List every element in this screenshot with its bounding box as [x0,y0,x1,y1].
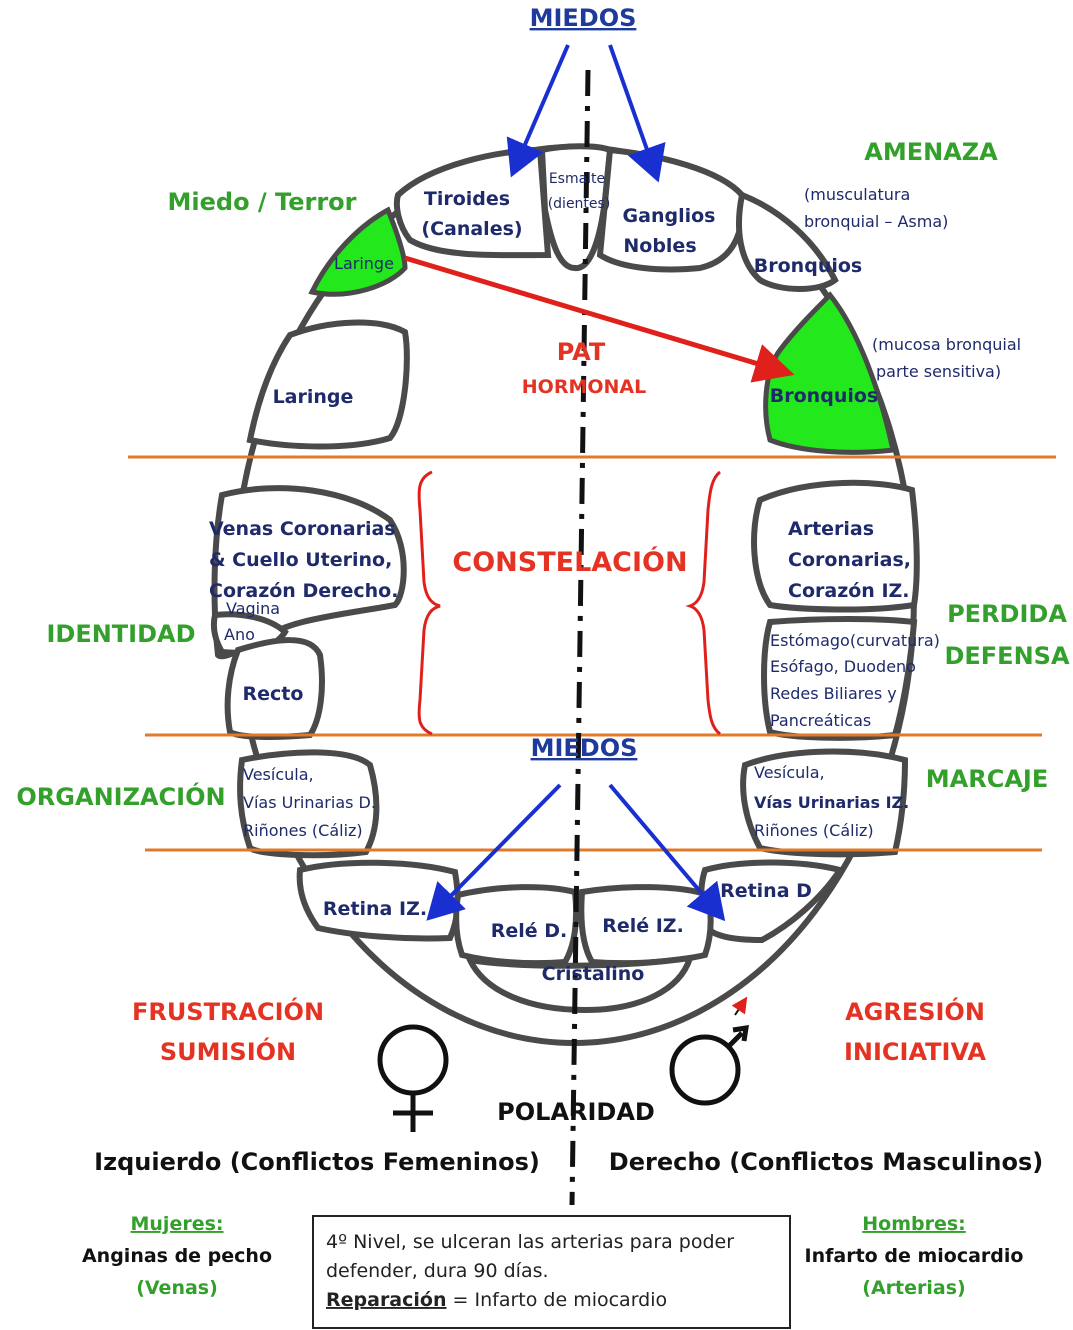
label-tiroides-1: Tiroides [424,188,510,210]
men-line-1: Infarto de miocardio [805,1245,1024,1267]
label-arterias-1: Arterias [788,518,874,540]
label-rele-d: Relé D. [491,920,568,942]
arrow-miedos-lower-right [608,783,726,922]
group-frustracion: FRUSTRACIÓN [132,996,324,1026]
label-arterias-3: Corazón IZ. [788,580,910,602]
label-vagina: Vagina [226,599,280,618]
label-retina-iz: Retina IZ. [323,898,427,920]
women-title: Mujeres: [131,1213,224,1235]
label-estomago-1: Estómago(curvatura) [770,631,940,650]
info-box [312,1215,791,1329]
group-miedo-terror: Miedo / Terror [168,188,357,216]
arrow-miedos-right [608,44,666,183]
label-venas-1: Venas Coronarias [209,518,396,540]
label-vesicula-l-2: Vías Urinarias D. [243,793,376,812]
laringe-left-lobe [246,319,410,450]
label-vesicula-l-3: Riñones (Cáliz) [243,821,363,840]
arterias-lobe [751,479,920,613]
female-symbol-icon [377,1024,449,1132]
group-agresion: AGRESIÓN [845,996,985,1026]
label-bronquios-green: Bronquios [770,385,878,407]
label-retina-d: Retina D [720,880,812,902]
vesicula-left-lobe [237,749,380,859]
label-estomago-2: Esófago, Duodeno [770,657,916,676]
cristalino-lobe [464,954,695,1014]
label-bronquios-top: Bronquios [754,255,862,277]
bronquios-top-lobe [736,190,839,292]
left-brace [417,470,441,736]
label-estomago-3: Redes Biliares y [770,684,897,703]
laringe-green-lobe [308,206,408,297]
center-constelacion: CONSTELACIÓN [452,546,687,578]
group-marcaje: MARCAJE [926,765,1048,793]
small-arrow [731,996,748,1016]
center-pat: PAT [557,338,606,366]
group-perdida: PERDIDA [947,600,1067,628]
label-esmalte-1: Esmalte [549,171,605,187]
label-cristalino: Cristalino [542,963,645,985]
label-vesicula-r-3: Riñones (Cáliz) [754,821,874,840]
polarity-title: POLARIDAD [497,1098,655,1126]
label-recto: Recto [243,683,304,705]
group-amenaza: AMENAZA [864,138,998,166]
label-ano: Ano [224,625,255,644]
label-venas-3: Corazón Derecho. [209,580,398,602]
group-iniciativa: INICIATIVA [844,1038,986,1066]
esmalte-lobe [538,143,614,271]
info-box-line-1: 4º Nivel, se ulceran las arterias para p… [326,1231,734,1253]
women-line-1: Anginas de pecho [82,1245,272,1267]
miedos-mid-title: MIEDOS [531,734,638,762]
label-ganglios-2: Nobles [623,235,696,257]
label-venas-2: & Cuello Uterino, [209,549,392,571]
center-hormonal: HORMONAL [522,376,646,398]
arrow-laringe-bronquios [404,255,795,383]
label-musc-1: (musculatura [804,185,910,204]
label-vesicula-r-2: Vías Urinarias IZ. [754,793,909,812]
label-tiroides-2: (Canales) [421,218,522,240]
info-box-line-3: Reparación = Infarto de miocardio [326,1289,667,1311]
label-mucosa-2: parte sensitiva) [876,362,1001,381]
male-symbol-icon [669,1025,749,1106]
info-box-reparacion-rest: = Infarto de miocardio [447,1289,668,1311]
right-brace [685,470,721,736]
vesicula-right-lobe [740,748,909,858]
women-line-2: (Venas) [136,1277,218,1299]
rele-d-lobe [453,884,580,967]
group-sumision: SUMISIÓN [160,1036,296,1066]
label-rele-iz: Relé IZ. [602,915,684,937]
group-organizacion: ORGANIZACIÓN [16,781,225,811]
group-defensa: DEFENSA [944,642,1069,670]
retina-iz-lobe [296,859,461,942]
label-laringe-left: Laringe [273,386,354,408]
polarity-axis [569,69,591,1206]
polarity-right: Derecho (Conflictos Masculinos) [609,1148,1043,1176]
label-arterias-2: Coronarias, [788,549,911,571]
label-mucosa-1: (mucosa bronquial [872,335,1021,354]
group-identidad: IDENTIDAD [46,620,195,648]
label-vesicula-l-1: Vesícula, [243,765,314,784]
info-box-reparacion-label: Reparación [326,1289,447,1311]
miedos-top-title: MIEDOS [530,4,637,32]
info-box-line-2: defender, dura 90 días. [326,1260,549,1282]
label-estomago-4: Pancreáticas [770,711,871,730]
men-line-2: (Arterias) [862,1277,965,1299]
polarity-left: Izquierdo (Conflictos Femeninos) [94,1148,540,1176]
label-musc-2: bronquial – Asma) [804,212,948,231]
men-title: Hombres: [862,1213,966,1235]
rele-iz-lobe [578,884,714,967]
label-vesicula-r-1: Vesícula, [754,763,825,782]
label-laringe-top: Laringe [334,254,394,273]
arrow-miedos-left [506,44,570,178]
label-ganglios-1: Ganglios [623,205,716,227]
arrow-miedos-lower-left [426,783,562,921]
label-esmalte-2: (dientes) [548,196,611,212]
bronquios-green-lobe [763,291,897,455]
